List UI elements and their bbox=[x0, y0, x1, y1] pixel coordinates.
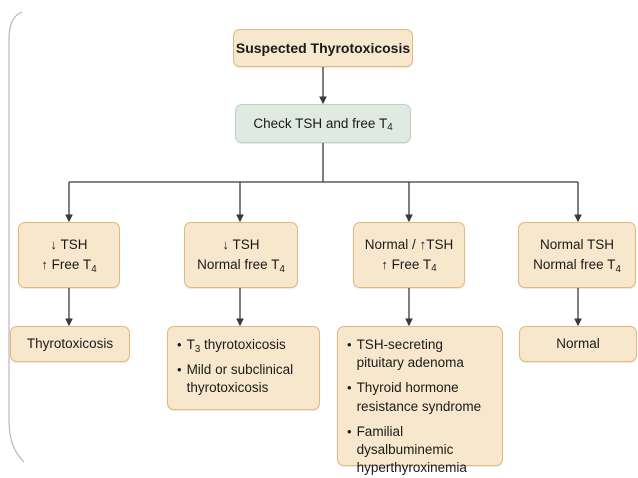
condition-box-1: ↓ TSH ↑ Free T4 bbox=[18, 222, 120, 288]
list-item: • TSH-secreting pituitary adenoma bbox=[347, 336, 492, 372]
bullet-icon: • bbox=[177, 362, 182, 378]
condition-line-2: Normal free T4 bbox=[533, 257, 621, 275]
condition-line-1: Normal / ↑TSH bbox=[364, 237, 454, 253]
condition-line-2: Normal free T4 bbox=[197, 257, 285, 275]
node-check-tsh-free-t4: Check TSH and free T4 bbox=[235, 104, 411, 143]
list-item: • Thyroid hormone resistance syndrome bbox=[347, 379, 492, 415]
outcome-box-2: • T3 thyrotoxicosis • Mild or subclinica… bbox=[167, 326, 320, 410]
list-item-text: Mild or subclinical thyrotoxicosis bbox=[186, 362, 294, 396]
list-item: • T3 thyrotoxicosis bbox=[177, 336, 286, 355]
condition-line-1: Normal TSH bbox=[539, 237, 614, 253]
outcome-label: Thyrotoxicosis bbox=[26, 336, 114, 352]
outcome-box-1: Thyrotoxicosis bbox=[10, 326, 130, 362]
condition-line-1: ↓ TSH bbox=[50, 237, 88, 253]
bullet-icon: • bbox=[347, 380, 352, 396]
condition-line-1: ↓ TSH bbox=[222, 237, 260, 253]
condition-line-2: ↑ Free T4 bbox=[381, 256, 437, 275]
list-item: • Familial dysalbuminemic hyperthyroxine… bbox=[347, 423, 492, 478]
node-suspected-thyrotoxicosis: Suspected Thyrotoxicosis bbox=[233, 29, 413, 67]
outcome-label: Normal bbox=[556, 336, 600, 352]
list-item: • Mild or subclinical thyrotoxicosis bbox=[177, 361, 309, 397]
condition-box-2: ↓ TSH Normal free T4 bbox=[184, 222, 298, 288]
condition-box-4: Normal TSH Normal free T4 bbox=[518, 222, 636, 288]
bullet-icon: • bbox=[347, 423, 352, 439]
list-item-text: T3 thyrotoxicosis bbox=[186, 337, 286, 355]
bullet-icon: • bbox=[347, 337, 352, 352]
condition-line-2: ↑ Free T4 bbox=[41, 257, 97, 275]
list-item-text: TSH-secreting pituitary adenoma bbox=[356, 337, 464, 371]
outcome-box-4: Normal bbox=[519, 326, 637, 362]
condition-box-3: Normal / ↑TSH ↑ Free T4 bbox=[353, 222, 465, 288]
list-item-text: Familial dysalbuminemic hyperthyroxinemi… bbox=[356, 423, 467, 476]
outcome-box-3: • TSH-secreting pituitary adenoma • Thyr… bbox=[337, 326, 503, 475]
node-label: Check TSH and free T4 bbox=[253, 115, 393, 134]
node-label: Suspected Thyrotoxicosis bbox=[235, 39, 411, 56]
bullet-icon: • bbox=[177, 337, 182, 352]
list-item-text: Thyroid hormone resistance syndrome bbox=[356, 380, 482, 414]
